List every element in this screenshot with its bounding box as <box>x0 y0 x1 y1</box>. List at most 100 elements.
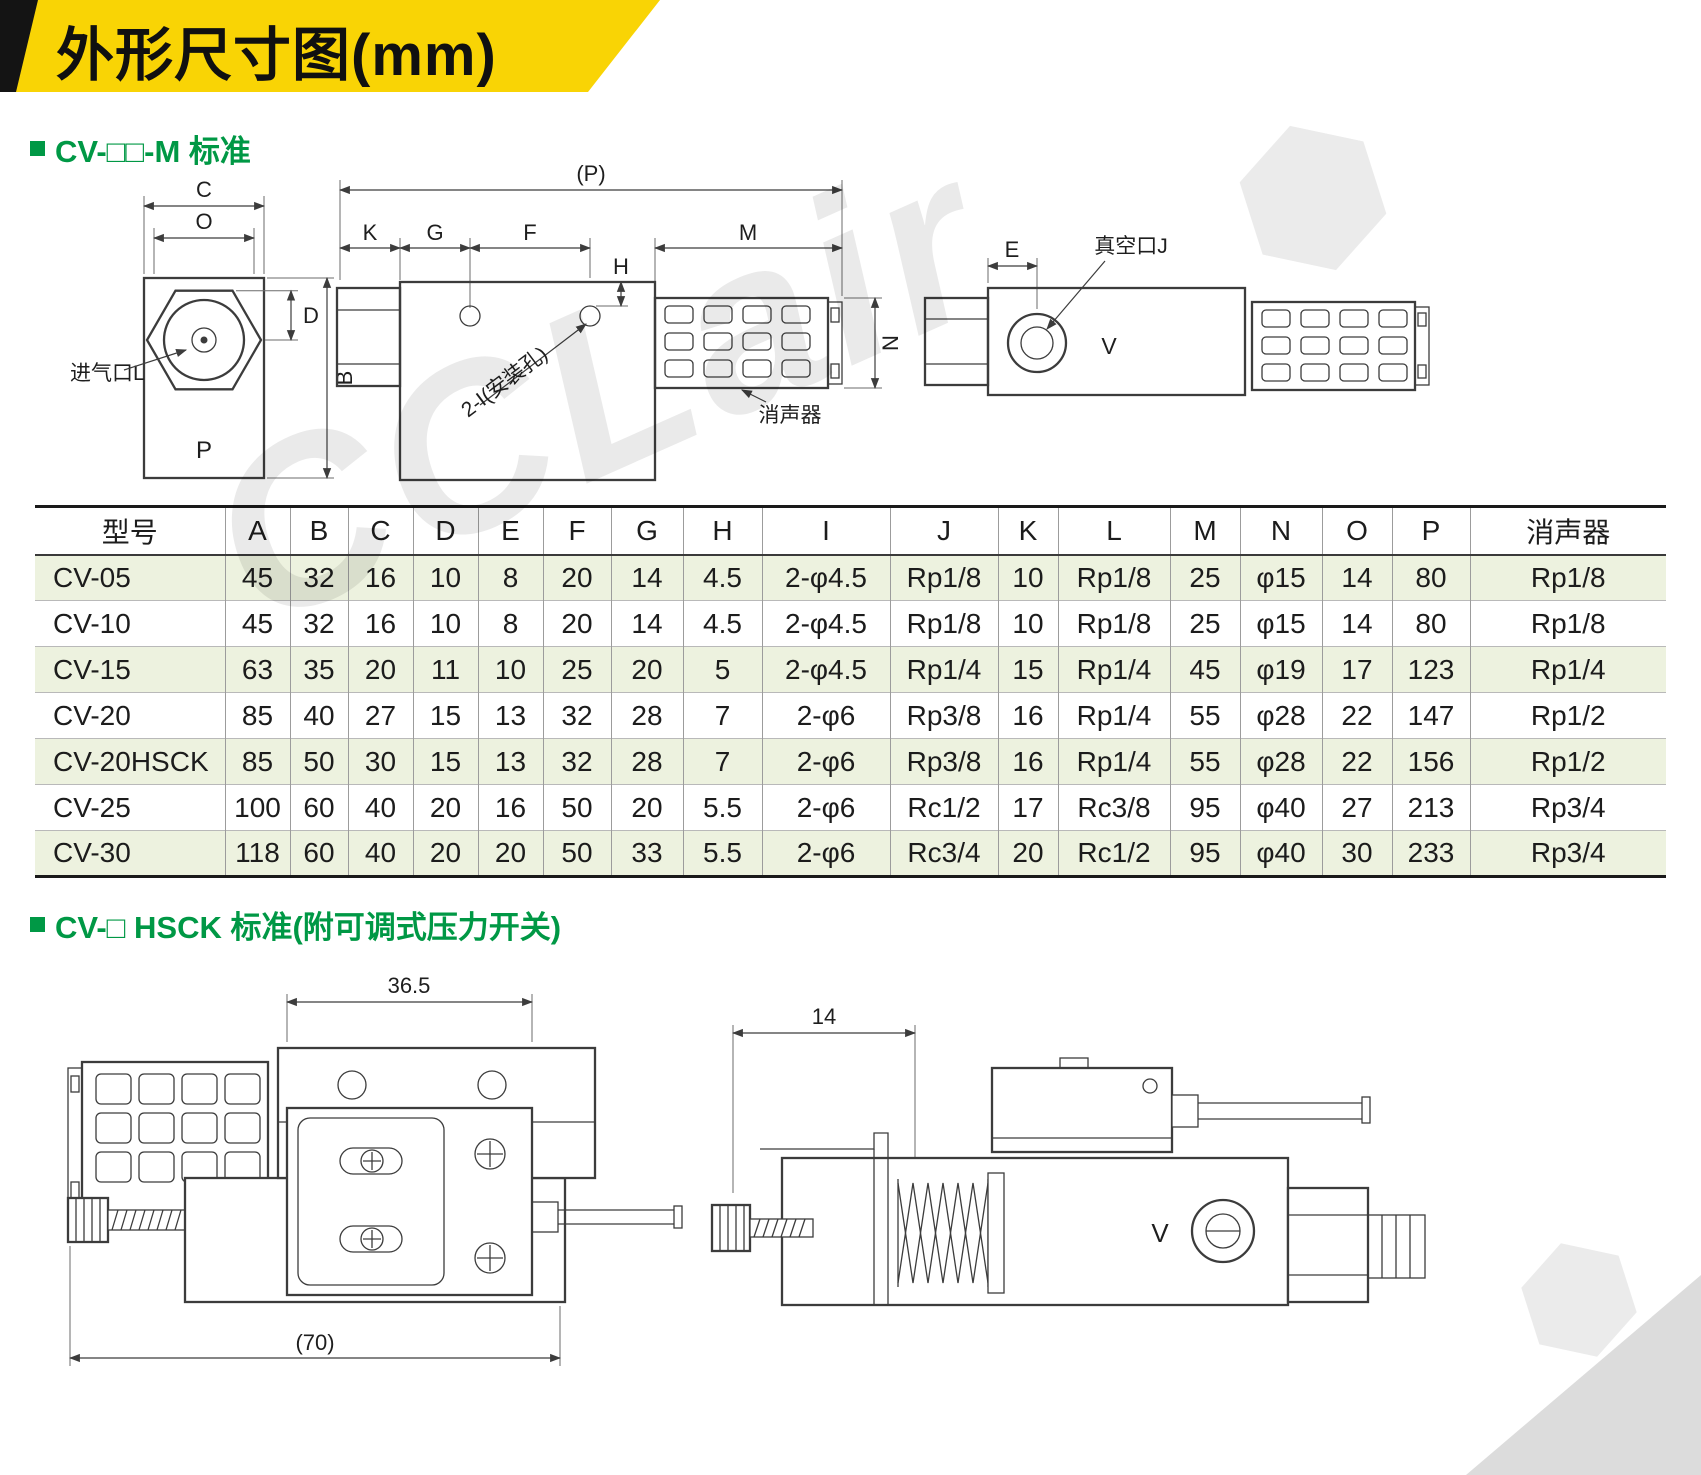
table-cell: 7 <box>682 692 762 739</box>
banner-yellow-shape <box>0 0 660 92</box>
table-cell: 32 <box>542 738 611 785</box>
dimension-n: N <box>844 296 903 390</box>
table-cell: 15 <box>412 692 478 739</box>
table-cell: 55 <box>1169 692 1240 739</box>
table-cell: 55 <box>1169 738 1240 785</box>
table-cell: Rp1/8 <box>1469 554 1666 601</box>
section-title-standard: CV-□□-M 标准 <box>30 126 251 171</box>
column-header: P <box>1391 506 1470 555</box>
table-cell: Rp1/4 <box>889 646 998 693</box>
table-cell: 95 <box>1169 830 1240 877</box>
table-cell: 60 <box>289 784 348 831</box>
table-cell: 32 <box>289 554 348 601</box>
watermark-hexagon-icon <box>1510 1234 1648 1366</box>
vacuum-port-callout: 真空口J <box>1046 235 1168 330</box>
dim-label-o: O <box>195 209 212 234</box>
table-cell: 2-φ6 <box>761 692 890 739</box>
table-cell: 5 <box>682 646 762 693</box>
table-cell: 22 <box>1321 692 1392 739</box>
table-cell: 85 <box>224 692 290 739</box>
dimension-70: (70) <box>68 1246 562 1366</box>
drawing-front-view: C O P D B 进气口L <box>70 177 357 480</box>
table-cell: CV-05 <box>53 561 131 593</box>
table-cell: 20 <box>477 830 543 877</box>
table-cell: Rp1/8 <box>889 600 998 647</box>
dim-label-70: (70) <box>295 1330 334 1355</box>
table-cell: 85 <box>224 738 290 785</box>
table-cell: 14 <box>610 554 683 601</box>
drawing-hsck-side-view: 36.5 <box>66 973 683 1366</box>
table-cell: Rp3/4 <box>1469 784 1666 831</box>
table-cell: 11 <box>412 646 478 693</box>
v-port-mark: V <box>1151 1218 1169 1248</box>
table-cell: 2-φ6 <box>761 738 890 785</box>
table-cell: 2-φ4.5 <box>761 554 890 601</box>
table-cell: 156 <box>1391 738 1470 785</box>
column-header: F <box>542 506 611 555</box>
drawing-side-view: (P) K G F H M <box>335 161 903 482</box>
table-cell: φ28 <box>1239 692 1322 739</box>
table-cell: 2-φ4.5 <box>761 600 890 647</box>
table-cell: CV-20HSCK <box>53 745 209 777</box>
port-mark-p: P <box>196 437 212 464</box>
table-cell: 50 <box>289 738 348 785</box>
table-cell: 30 <box>347 738 413 785</box>
table-cell: Rp1/8 <box>889 554 998 601</box>
table-cell: 45 <box>224 554 290 601</box>
page-title: 外形尺寸图(mm) <box>56 23 497 88</box>
column-header: L <box>1057 506 1170 555</box>
table-cell: 16 <box>997 738 1058 785</box>
table-cell: CV-20 <box>53 699 131 731</box>
table-cell: Rp1/4 <box>1057 646 1170 693</box>
muffler-callout: 消声器 <box>741 389 822 427</box>
table-cell: 4.5 <box>682 554 762 601</box>
table-cell: 5.5 <box>682 830 762 877</box>
column-header: N <box>1239 506 1322 555</box>
dim-label-m: M <box>739 220 757 245</box>
adjusting-screw <box>710 1203 814 1253</box>
table-cell: 16 <box>347 600 413 647</box>
table-cell: 14 <box>1321 600 1392 647</box>
table-cell: 27 <box>1321 784 1392 831</box>
table-cell: 35 <box>289 646 348 693</box>
table-cell: 14 <box>1321 554 1392 601</box>
column-header: 消声器 <box>1469 506 1666 555</box>
spring <box>897 1172 1005 1294</box>
table-cell: 50 <box>542 784 611 831</box>
dim-label-b: B <box>332 371 357 386</box>
table-cell: 33 <box>610 830 683 877</box>
adjusting-screw <box>66 1196 186 1244</box>
table-cell: 10 <box>997 554 1058 601</box>
table-cell: Rc1/2 <box>1057 830 1170 877</box>
table-cell: Rp3/8 <box>889 738 998 785</box>
table-cell: 20 <box>610 646 683 693</box>
section-title-text: CV-□□-M 标准 <box>55 134 251 169</box>
table-cell: 123 <box>1391 646 1470 693</box>
table-cell: 25 <box>1169 600 1240 647</box>
table-cell: 118 <box>224 830 290 877</box>
drawing-end-view: E 真空口J V <box>923 235 1430 397</box>
table-cell: 40 <box>289 692 348 739</box>
clamp-bracket <box>760 1132 889 1305</box>
dim-label-36-5: 36.5 <box>388 973 431 998</box>
table-cell: 60 <box>289 830 348 877</box>
column-header: B <box>289 506 348 555</box>
page-banner: 外形尺寸图(mm) <box>0 0 1701 92</box>
vacuum-label: 真空口J <box>1094 235 1168 258</box>
column-header: A <box>224 506 290 555</box>
muffler <box>653 296 843 390</box>
dimension-h: H <box>596 254 629 308</box>
valve-end-body: V <box>923 286 1247 397</box>
table-cell: 20 <box>412 784 478 831</box>
table-cell: 50 <box>542 830 611 877</box>
dim-label-d: D <box>303 303 319 328</box>
table-cell: 32 <box>542 692 611 739</box>
table-cell: 45 <box>1169 646 1240 693</box>
table-cell: 5.5 <box>682 784 762 831</box>
